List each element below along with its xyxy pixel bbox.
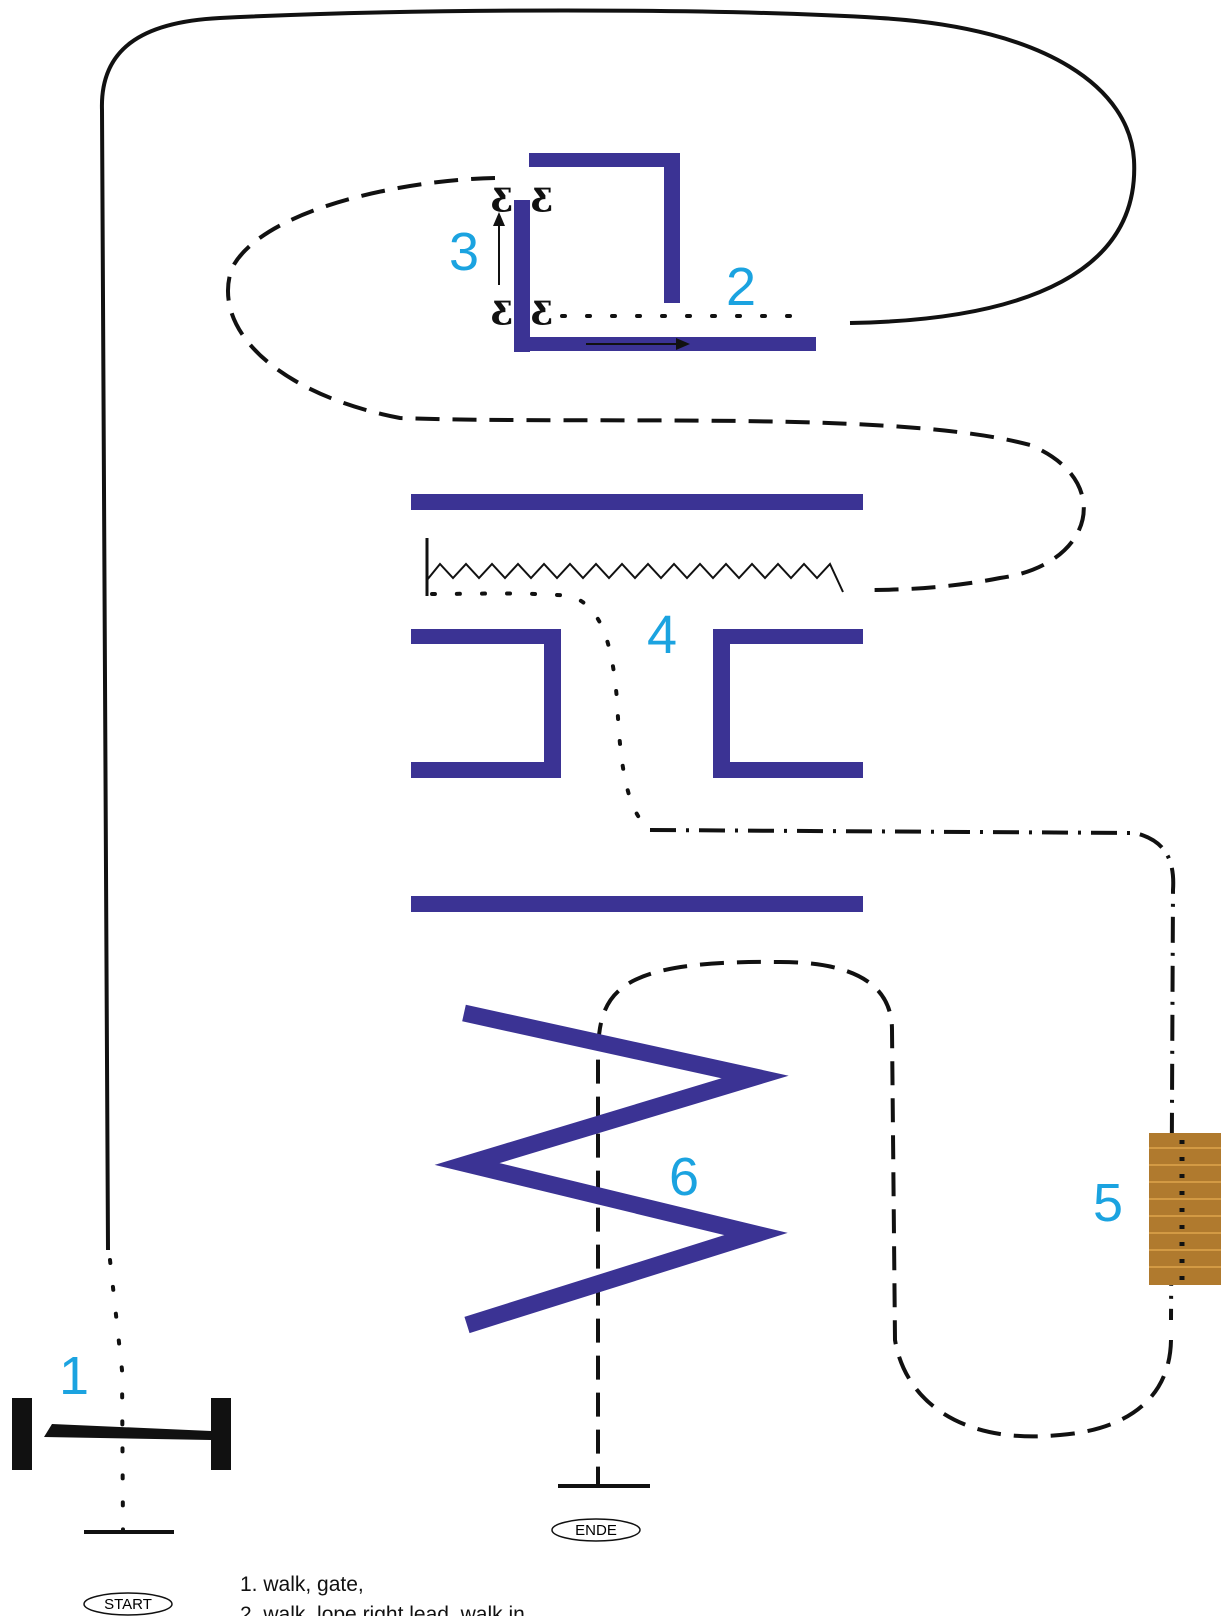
- gate-obstacle: [12, 1398, 231, 1470]
- obstacle-numbers: 1 2 3 4 5 6: [59, 222, 1123, 1406]
- start-marker: START: [83, 1592, 173, 1616]
- gate-squiggle-icon: ƹ: [530, 287, 552, 327]
- obstacle-number-4: 4: [647, 605, 677, 665]
- box-wall-right: [664, 153, 680, 303]
- to-bridge-dashdot: [649, 828, 1176, 1321]
- instruction-line-2: 2. walk, lope right lead, walk in: [240, 1603, 525, 1616]
- obstacle-number-5: 5: [1093, 1173, 1123, 1233]
- bridge-obstacle: [1149, 1133, 1221, 1285]
- pole-bottom: [411, 896, 863, 912]
- gate-post-right: [211, 1398, 231, 1470]
- obstacle-number-2: 2: [726, 257, 756, 317]
- backup-marks: ƹ ƹ ƹ ƹ: [490, 174, 552, 327]
- serpentine-dotted: [430, 591, 652, 832]
- right-arrow-icon: [676, 338, 690, 350]
- obstacle-number-3: 3: [449, 222, 479, 282]
- box-wall-left: [514, 200, 530, 352]
- zigzag-poles: [434, 1004, 789, 1334]
- zigzag-poles-obstacle: [434, 1004, 789, 1334]
- up-arrow-icon: [493, 212, 505, 226]
- instruction-line-1: 1. walk, gate,: [240, 1573, 364, 1596]
- right-u-top: [713, 629, 863, 644]
- gate-bar: [44, 1424, 211, 1440]
- gate-squiggle-icon: ƹ: [490, 174, 512, 214]
- bridge-deck: [1149, 1133, 1221, 1285]
- loop-dashed: [225, 176, 1086, 592]
- left-u-post: [544, 629, 561, 778]
- serpentine-obstacle: [411, 494, 863, 912]
- right-u-post: [713, 629, 730, 778]
- obstacle-number-1: 1: [59, 1346, 89, 1406]
- gate-squiggle-icon: ƹ: [490, 287, 512, 327]
- box-wall-top: [529, 153, 680, 167]
- end-label: ENDE: [575, 1522, 617, 1539]
- end-marker: ENDE: [551, 1518, 641, 1542]
- box-obstacle: [514, 153, 816, 352]
- left-u-bottom: [411, 762, 561, 778]
- gate-squiggle-icon: ƹ: [530, 174, 552, 214]
- zigzag-line: [426, 562, 844, 593]
- instructions: 1. walk, gate, 2. walk, lope right lead,…: [240, 1573, 525, 1616]
- start-approach-dotted: [108, 1258, 125, 1534]
- pole-top: [411, 494, 863, 510]
- zigzag-marker: [425, 538, 844, 596]
- right-u-bottom: [713, 762, 863, 778]
- bridge-stripes: [1149, 1147, 1221, 1268]
- left-u-top: [411, 629, 561, 644]
- end-oval: [551, 1518, 641, 1542]
- start-label: START: [104, 1596, 152, 1613]
- course-path: [84, 8, 1176, 1534]
- start-oval: [83, 1592, 173, 1616]
- outer-loop-path: [99, 8, 1137, 1251]
- obstacle-number-6: 6: [669, 1147, 699, 1207]
- gate-post-left: [12, 1398, 32, 1470]
- after-bridge-dashed: [596, 959, 1173, 1486]
